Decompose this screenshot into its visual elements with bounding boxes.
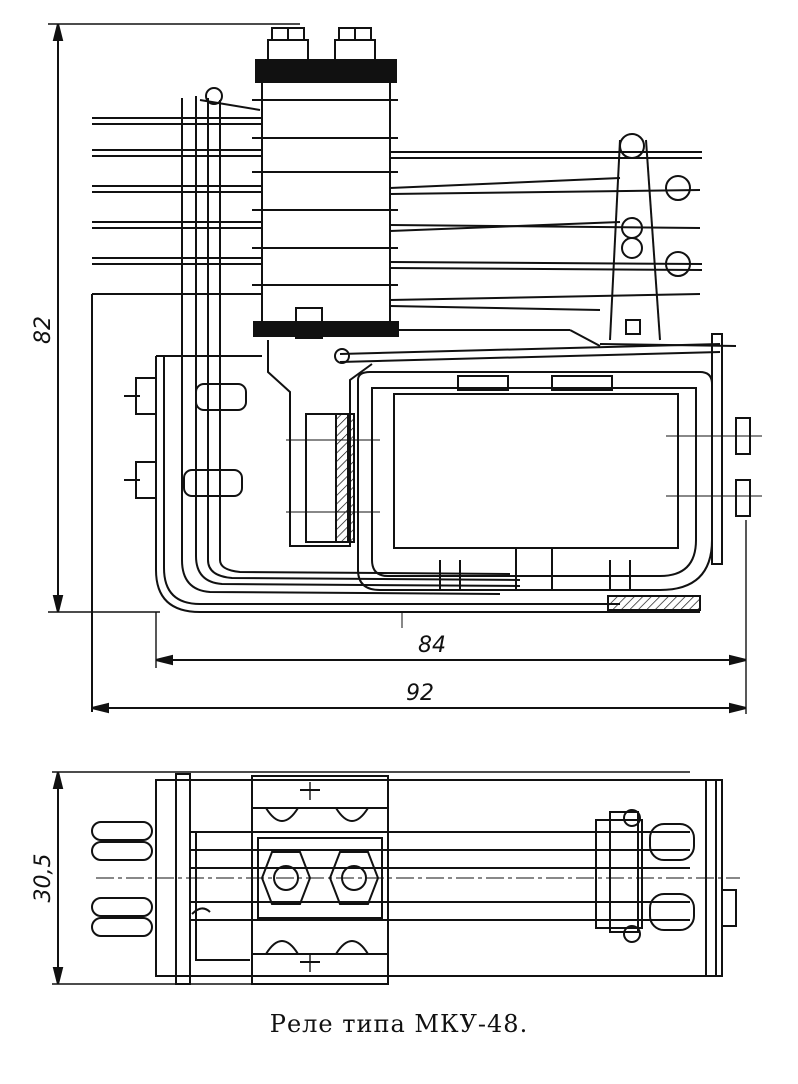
top-view [52,771,740,985]
armature [334,333,737,565]
contact-rivets [609,133,691,341]
contact-stack [252,59,399,339]
terminal-nuts [267,27,376,61]
figure-caption: Реле типа МКУ-48. [269,1010,529,1038]
coil [357,371,762,611]
dim-inner-width-label: 84 [418,633,446,658]
yoke [267,340,380,547]
contact-springs [92,117,703,347]
dim-depth-label: 30,5 [31,854,56,903]
frame [91,87,700,712]
dim-outer-width-label: 92 [406,681,434,706]
dim-height-label: 82 [31,316,56,344]
side-view [48,23,762,714]
